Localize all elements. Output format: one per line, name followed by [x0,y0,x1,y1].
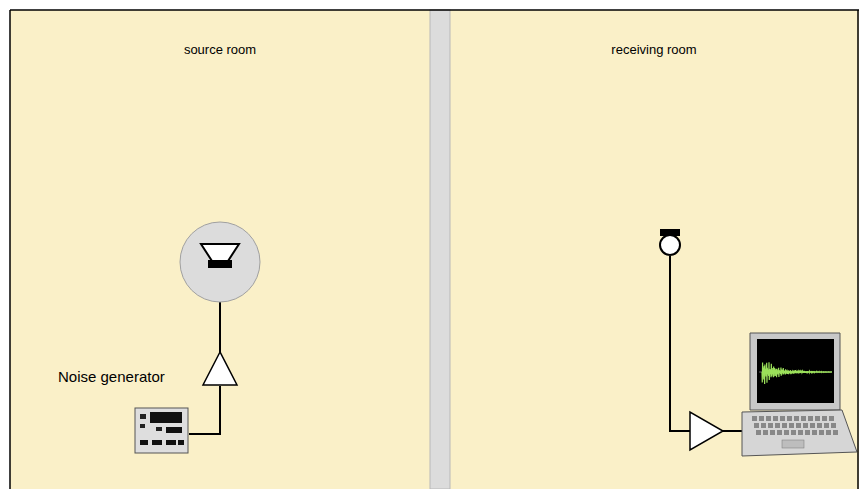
amplifier-symbol [690,412,723,450]
receiving-chain [670,256,742,431]
room-title: source room [184,42,256,57]
loudspeaker-symbol [180,222,260,302]
room-panel: receiving room [450,10,858,489]
amplifier-symbol [203,352,237,385]
room-panel: source room [10,10,430,489]
frame-line [10,10,859,489]
laptop-computer [742,333,857,456]
room-ground [450,10,859,489]
microphone-symbol [660,229,680,255]
device-label: Noise generator [58,368,165,385]
partition-wall [430,10,450,489]
room-title: receiving room [611,42,696,57]
room-ground [10,10,430,489]
noise-generator-device [135,408,188,453]
